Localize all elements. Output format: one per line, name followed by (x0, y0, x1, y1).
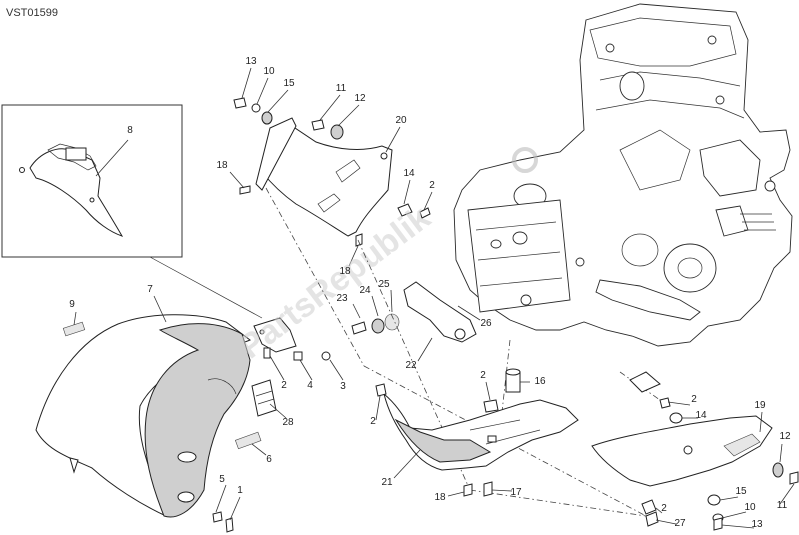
gear-watermark-icon (512, 147, 538, 173)
callout-13: 13 (245, 56, 257, 67)
callout-17: 17 (510, 487, 522, 498)
callout-1: 1 (237, 485, 243, 496)
callout-16: 16 (534, 376, 546, 387)
callout-18: 18 (216, 160, 228, 171)
callout-2: 2 (480, 370, 486, 381)
callout-27: 27 (674, 518, 686, 529)
callout-10: 10 (744, 502, 756, 513)
callout-8: 8 (127, 125, 133, 136)
callout-28: 28 (282, 417, 294, 428)
callout-10: 10 (263, 66, 275, 77)
label-sheet-28 (251, 379, 277, 417)
callout-2: 2 (370, 416, 376, 427)
callout-3: 3 (340, 381, 346, 392)
side-panel-19 (591, 371, 799, 531)
callout-5: 5 (219, 474, 225, 485)
callout-14: 14 (695, 410, 707, 421)
side-panel-20 (255, 117, 393, 237)
callout-22: 22 (405, 360, 417, 371)
front-mudguard (35, 314, 251, 518)
callout-26: 26 (480, 318, 492, 329)
belly-pan-fasteners (463, 481, 493, 497)
callout-6: 6 (266, 454, 272, 465)
callout-18: 18 (434, 492, 446, 503)
callout-2: 2 (691, 394, 697, 405)
leader-lines (73, 67, 481, 521)
callout-25: 25 (378, 279, 390, 290)
callout-20: 20 (395, 115, 407, 126)
diagram-code: VST01599 (6, 7, 58, 19)
decal-sticker-6 (234, 431, 262, 450)
callout-12: 12 (779, 431, 791, 442)
panel-screws (233, 97, 431, 247)
callout-2: 2 (429, 180, 435, 191)
callout-15: 15 (735, 486, 747, 497)
callout-7: 7 (147, 284, 153, 295)
callout-9: 9 (69, 299, 75, 310)
lower-leader-lines (375, 381, 530, 497)
inset-leader-line (149, 256, 263, 319)
callout-15: 15 (283, 78, 295, 89)
callout-14: 14 (403, 168, 415, 179)
callout-24: 24 (359, 285, 371, 296)
callout-12: 12 (354, 93, 366, 104)
rubber-damper-16 (483, 368, 521, 413)
inset-detail-box (1, 104, 183, 258)
callout-13: 13 (751, 519, 763, 530)
decal-sticker-9 (62, 321, 86, 337)
right-leader-lines (655, 401, 795, 529)
callout-11: 11 (777, 500, 788, 511)
callout-4: 4 (307, 380, 313, 391)
belly-pan-21 (375, 383, 579, 471)
callout-23: 23 (336, 293, 348, 304)
callout-19: 19 (754, 400, 766, 411)
callout-11: 11 (336, 83, 347, 94)
callout-2: 2 (661, 503, 667, 514)
assembly-axis-lines (265, 187, 661, 517)
fender-bracket (212, 317, 331, 533)
bracket-22-assembly (351, 281, 477, 343)
engine-assembly (453, 3, 793, 347)
callout-2: 2 (281, 380, 287, 391)
callout-18: 18 (339, 266, 351, 277)
callout-21: 21 (381, 477, 393, 488)
